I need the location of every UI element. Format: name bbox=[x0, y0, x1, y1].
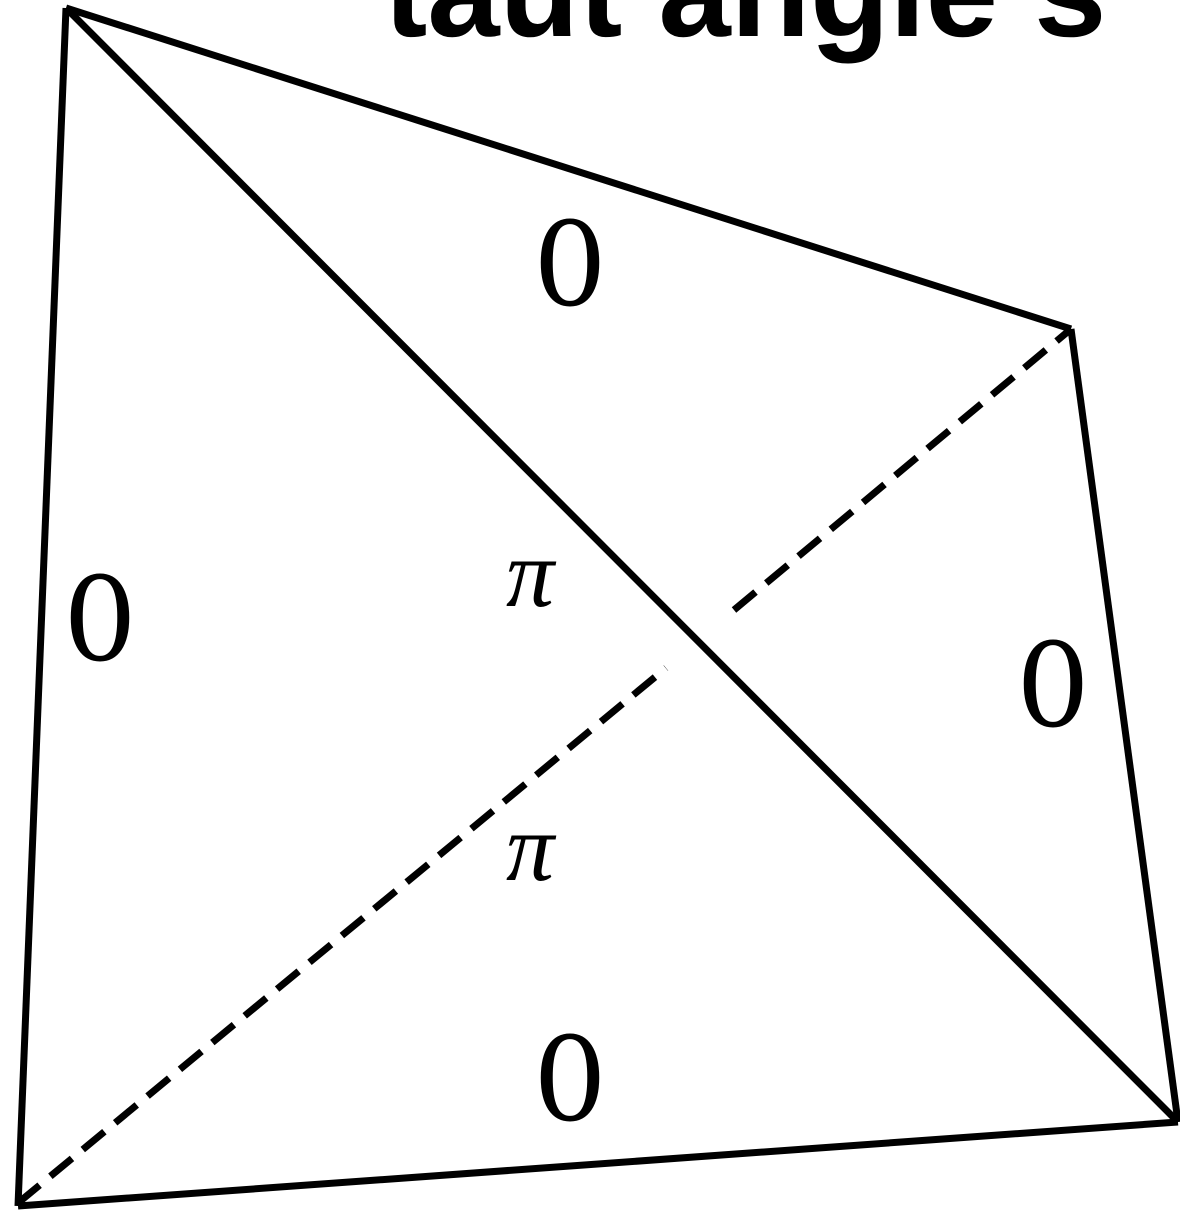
edge-front-diagonal bbox=[63, 5, 1180, 1125]
edge-left bbox=[14, 7, 70, 1207]
edge-right bbox=[1067, 328, 1180, 1123]
angle-label-bottom: 0 bbox=[533, 1013, 607, 1148]
angle-label-center-lower: π bbox=[506, 794, 557, 901]
angle-label-left: 0 bbox=[63, 553, 137, 688]
hidden-edge-lower-segment bbox=[15, 665, 669, 1206]
angle-label-right: 0 bbox=[1016, 619, 1090, 754]
angle-label-top: 0 bbox=[533, 198, 607, 333]
hidden-edge-upper-segment bbox=[731, 326, 1074, 613]
edge-top bbox=[64, 4, 1073, 333]
edge-bottom bbox=[17, 1118, 1179, 1210]
angle-label-center-upper: π bbox=[506, 520, 557, 627]
diagram-title: taut angle s bbox=[384, 0, 1106, 64]
